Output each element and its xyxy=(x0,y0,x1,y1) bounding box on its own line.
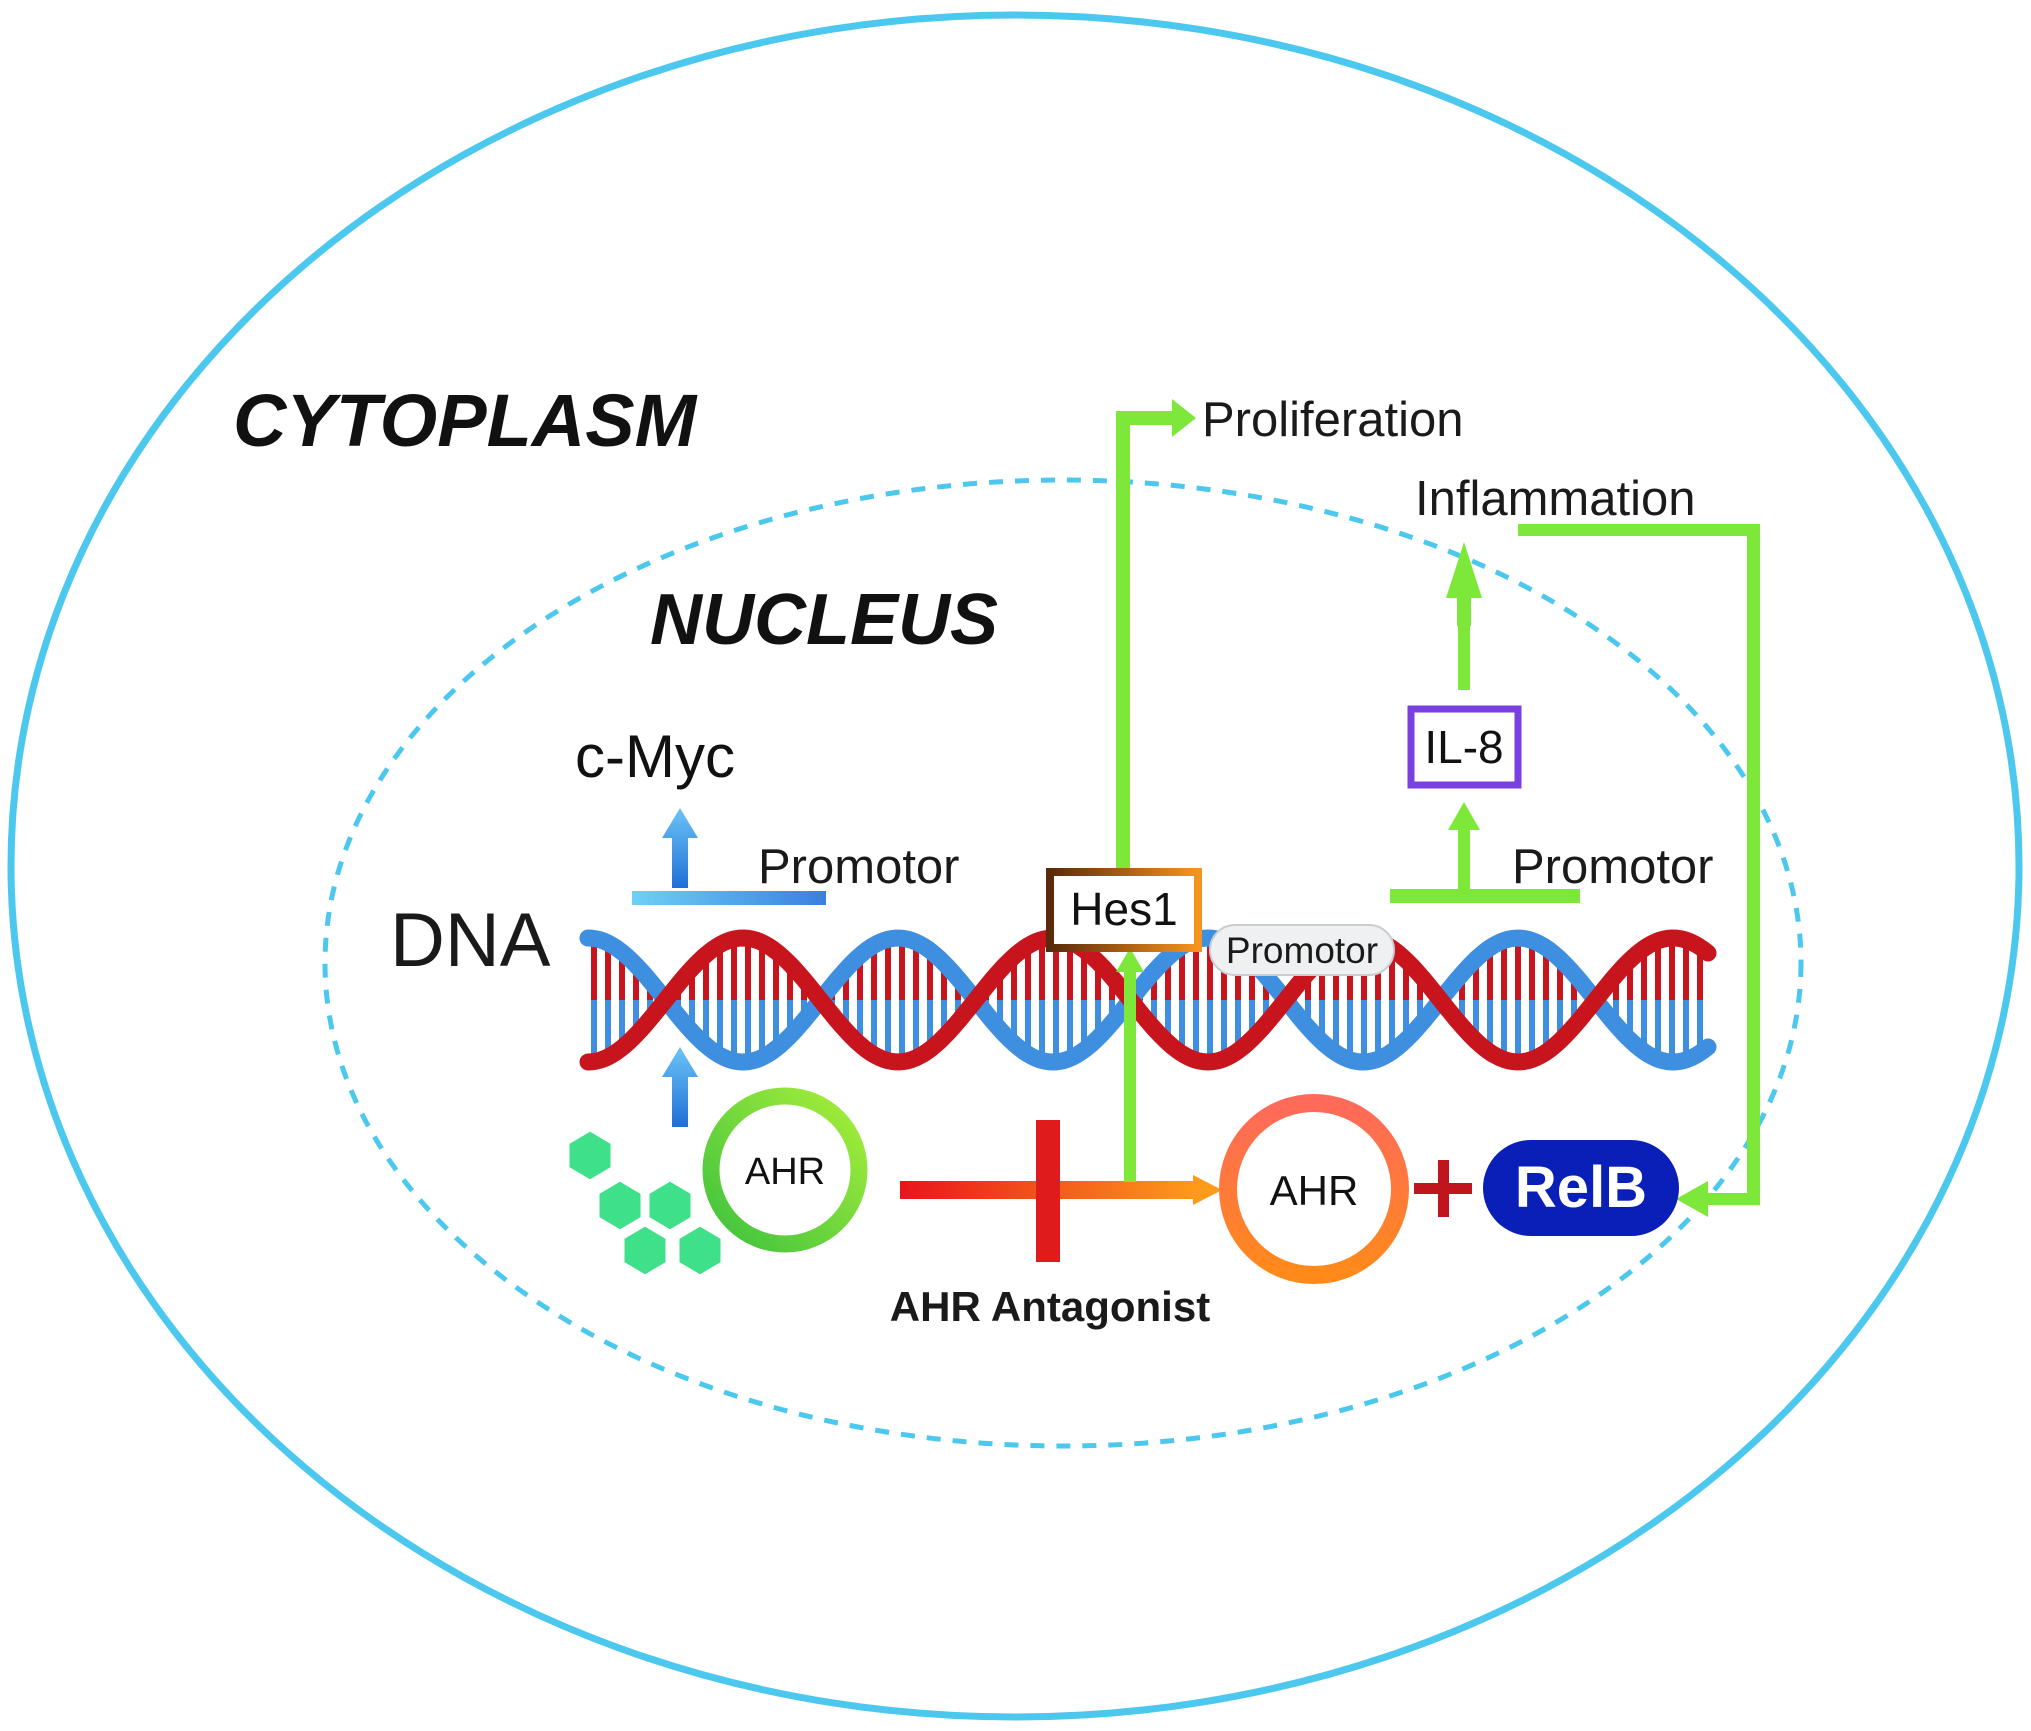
plus-icon xyxy=(1414,1160,1472,1217)
c-myc-up-arrow xyxy=(662,808,698,888)
antagonist-label: AHR Antagonist xyxy=(890,1283,1210,1330)
c-myc-label: c-Myc xyxy=(575,723,735,790)
promotor-label-middle: Promotor xyxy=(1226,930,1378,971)
dna-base-pairs xyxy=(591,938,1703,1062)
inflammation-feedback-loop xyxy=(1518,524,1760,1217)
il8-box xyxy=(1407,705,1522,789)
cell-membrane xyxy=(7,11,2023,1721)
dna-helix xyxy=(579,929,1717,1071)
il8-up-arrows xyxy=(1446,542,1482,890)
hes1-box xyxy=(1046,868,1202,952)
promotor-bar-right xyxy=(1390,889,1580,903)
ahr-left-label: AHR xyxy=(745,1151,825,1193)
promotor-label-right: Promotor xyxy=(1512,840,1714,894)
antagonist-inhibition-bar xyxy=(1036,1120,1060,1262)
promotor-label-left: Promotor xyxy=(758,840,960,894)
dna-strand-blue xyxy=(579,929,1717,1071)
proliferation-label: Proliferation xyxy=(1202,393,1463,447)
nucleus-label: NUCLEUS xyxy=(650,580,998,660)
ahr-right-ring xyxy=(1219,1094,1409,1284)
relb-pill xyxy=(1483,1140,1679,1236)
ahr-left-ring xyxy=(702,1087,868,1253)
relb-label: RelB xyxy=(1515,1155,1647,1220)
promotor-pill-middle xyxy=(1209,924,1395,976)
dna-strand-red xyxy=(579,929,1717,1071)
proliferation-pathway xyxy=(1116,399,1196,1182)
hes1-label: Hes1 xyxy=(1070,883,1177,935)
inflammation-label: Inflammation xyxy=(1415,472,1696,526)
dna-label: DNA xyxy=(390,898,551,983)
activation-up-arrow xyxy=(662,1047,698,1127)
ahr-right-label: AHR xyxy=(1270,1167,1359,1214)
promotor-bar-left xyxy=(632,891,826,905)
ligand-icon xyxy=(566,1128,724,1278)
nuclear-envelope xyxy=(322,477,1804,1449)
cytoplasm-label: CYTOPLASM xyxy=(233,379,698,462)
antagonist-arrow-head xyxy=(1193,1175,1222,1205)
il8-label: IL-8 xyxy=(1424,721,1503,773)
